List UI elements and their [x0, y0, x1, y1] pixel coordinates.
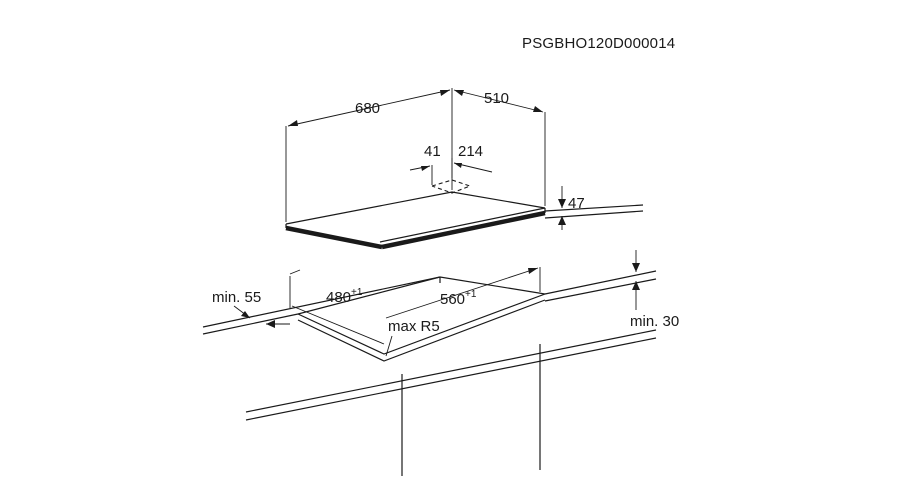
label-front-clearance: min. 55 [212, 289, 261, 306]
cutout-outline [297, 276, 548, 362]
corner-radius-leader [385, 335, 393, 357]
dimension-hob-height [558, 186, 566, 230]
label-hob-height: 47 [568, 195, 585, 212]
dimension-offsets [409, 158, 493, 185]
label-offset-left: 41 [424, 143, 441, 160]
label-offset-right: 214 [458, 143, 483, 160]
label-hob-depth: 510 [484, 90, 509, 107]
hob-outline [285, 179, 644, 250]
product-code: PSGBHO120D000014 [522, 35, 675, 52]
dimension-cutout-depth [289, 269, 385, 345]
dimension-hob-depth [453, 89, 546, 206]
dimension-cutout-width [385, 267, 541, 319]
label-corner-radius: max R5 [388, 318, 440, 335]
dimension-worktop-thickness [632, 250, 640, 310]
label-cutout-depth: 480+1 [326, 287, 363, 306]
label-hob-width: 680 [355, 100, 380, 117]
worktop [202, 270, 657, 476]
dimension-front-clearance [233, 305, 290, 328]
label-worktop-thickness: min. 30 [630, 313, 679, 330]
label-cutout-width: 560+1 [440, 289, 477, 308]
